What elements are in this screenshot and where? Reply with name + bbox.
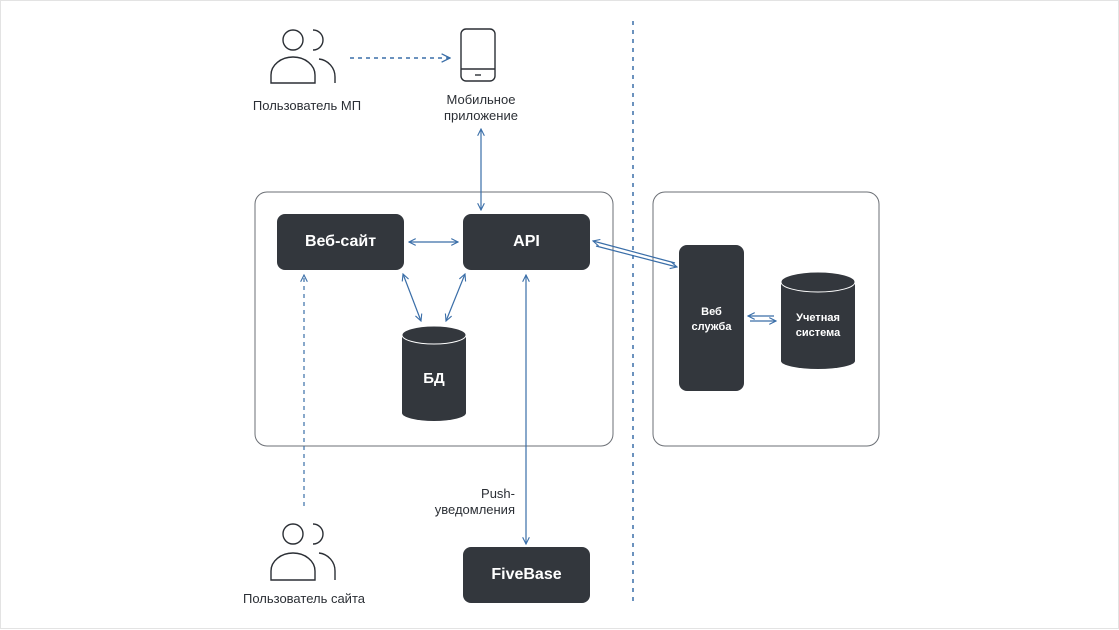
website-node: Веб-сайт (277, 214, 404, 270)
system-frame (254, 191, 614, 447)
api-node: API (463, 214, 590, 270)
accounting-label-2: система (795, 327, 841, 339)
api-db-arrow (446, 274, 465, 321)
web-service-label-2: служба (691, 321, 732, 333)
api-webservice-arrow (593, 241, 677, 267)
mobile-user-icon (270, 29, 336, 84)
db-label: БД (423, 370, 445, 387)
db-cylinder (401, 325, 467, 421)
site-user-label: Пользователь сайта (242, 591, 365, 606)
external-frame (652, 191, 880, 447)
webservice-accounting-arrow (748, 316, 776, 321)
push-label-2: уведомления (434, 502, 515, 517)
push-label-1: Push- (481, 486, 515, 501)
site-user-icon (270, 523, 336, 581)
web-service-label-1: Веб (701, 306, 722, 318)
mobile-user-label: Пользователь МП (252, 98, 362, 113)
website-db-arrow (403, 274, 421, 321)
mobile-phone-icon (460, 28, 496, 82)
mobile-app-label-2: приложение (444, 108, 518, 123)
firebase-node: FiveBase (463, 547, 590, 603)
web-service-node (679, 245, 744, 391)
mobile-app-label-1: Мобильное (446, 92, 516, 107)
accounting-cylinder (780, 271, 856, 369)
accounting-label-1: Учетная (796, 312, 840, 324)
